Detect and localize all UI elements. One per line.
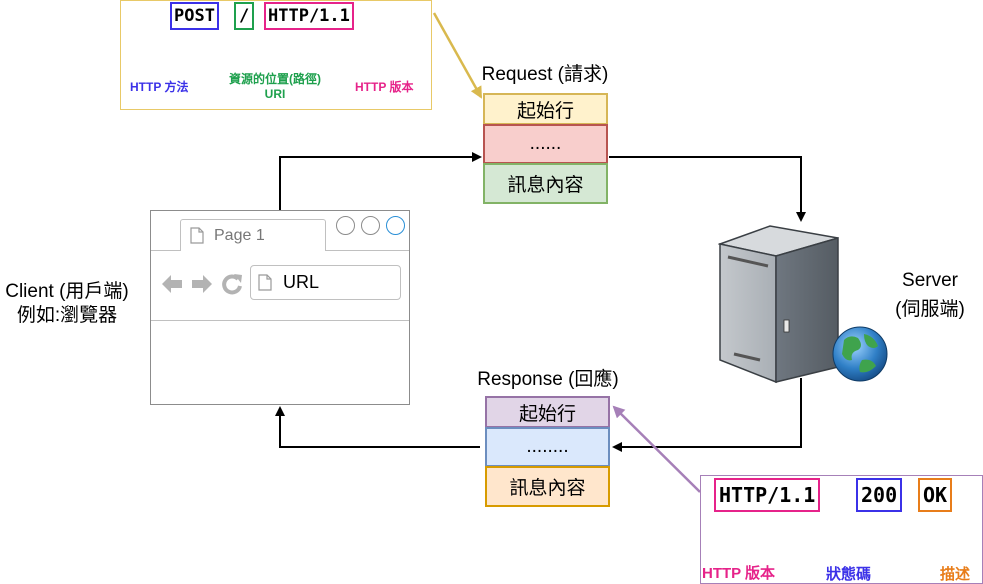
resp-reason-label: 描述 xyxy=(940,566,971,583)
uri-label-line1: 資源的位置(路徑) xyxy=(229,72,321,86)
response-title: Response (回應) xyxy=(477,369,619,390)
resp-reason-token: OK xyxy=(918,478,953,512)
url-bar[interactable]: URL xyxy=(250,265,401,300)
browser-tab[interactable]: Page 1 xyxy=(180,219,326,251)
resp-version-token: HTTP/1.1 xyxy=(714,478,821,512)
response-example-box xyxy=(700,475,983,584)
forward-arrow-icon[interactable] xyxy=(191,273,213,295)
response-headers: ........ xyxy=(485,427,610,467)
server-to-response-arrow xyxy=(612,378,802,452)
response-to-client-arrow xyxy=(275,406,480,448)
url-page-icon xyxy=(258,274,272,291)
back-arrow-icon[interactable] xyxy=(161,273,183,295)
server-label-line1: Server xyxy=(902,270,958,291)
version-label: HTTP 版本 xyxy=(355,80,414,94)
server-icon xyxy=(718,225,888,384)
browser-window: Page 1 URL xyxy=(150,210,410,405)
refresh-icon[interactable] xyxy=(221,273,243,295)
request-to-server-arrow xyxy=(609,156,806,222)
server-label-line2: (伺服端) xyxy=(895,299,965,320)
request-title: Request (請求) xyxy=(481,64,609,85)
client-to-request-arrow xyxy=(279,152,482,210)
request-body: 訊息內容 xyxy=(483,163,608,204)
request-callout-arrow xyxy=(432,12,483,99)
uri-label-line2: URI xyxy=(264,87,286,101)
resp-version-label: HTTP 版本 xyxy=(702,565,776,582)
response-callout-arrow xyxy=(612,405,701,493)
method-label: HTTP 方法 xyxy=(130,80,189,94)
window-button-2[interactable] xyxy=(361,216,380,235)
window-button-3[interactable] xyxy=(386,216,405,235)
response-body: 訊息內容 xyxy=(485,466,610,507)
resp-status-label: 狀態碼 xyxy=(826,566,872,583)
client-label-line1: Client (用戶端) xyxy=(5,281,129,302)
response-start-line: 起始行 xyxy=(485,396,610,428)
version-token: HTTP/1.1 xyxy=(264,2,354,30)
path-token: / xyxy=(234,2,255,30)
request-start-line: 起始行 xyxy=(483,93,608,125)
page-icon xyxy=(190,227,204,244)
resp-status-token: 200 xyxy=(856,478,903,512)
browser-content-divider xyxy=(151,320,409,321)
client-label-line2: 例如:瀏覽器 xyxy=(16,305,118,326)
url-text: URL xyxy=(283,272,320,292)
method-token: POST xyxy=(170,2,219,30)
tab-label: Page 1 xyxy=(214,227,265,244)
request-example-box xyxy=(120,0,432,110)
request-headers: ...... xyxy=(483,124,608,164)
window-button-1[interactable] xyxy=(336,216,355,235)
